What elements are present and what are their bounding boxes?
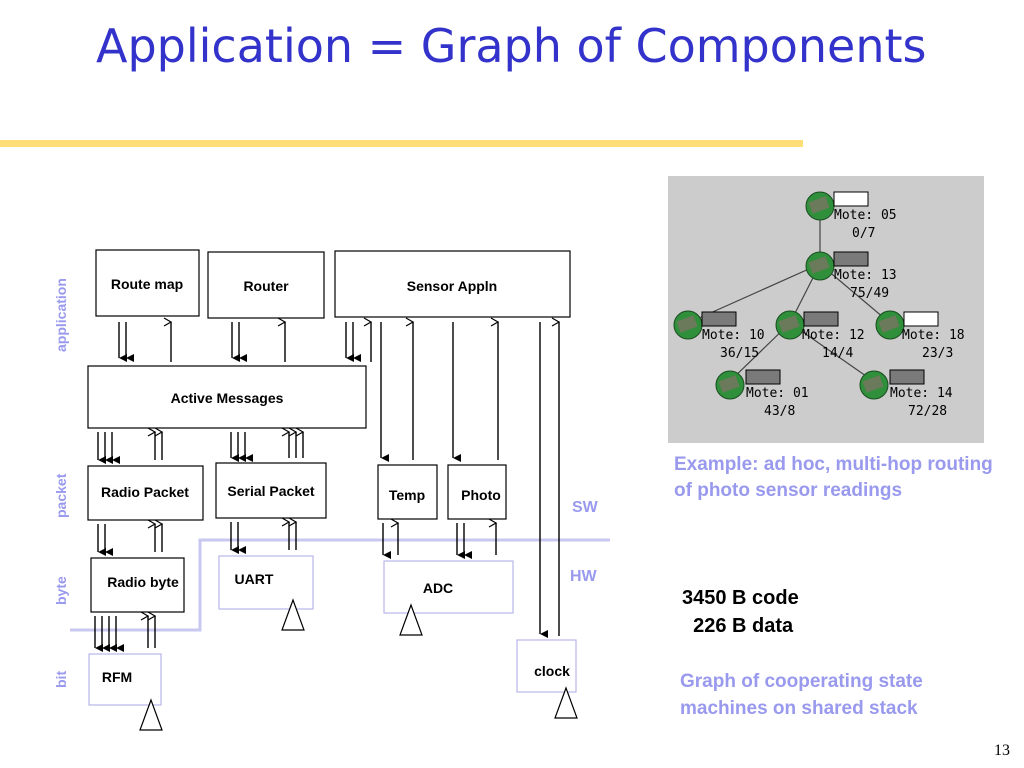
network-example-caption: Example: ad hoc, multi-hop routing of ph… <box>674 454 993 501</box>
mote-stats: 14/4 <box>822 346 853 361</box>
connection-arrows <box>94 317 561 652</box>
photo-box: Photo <box>447 464 507 520</box>
radio-packet-label: Radio Packet <box>101 484 189 500</box>
radio-byte-label: Radio byte <box>107 574 179 590</box>
hw-label: HW <box>570 568 598 585</box>
clock-box: clock <box>516 639 577 693</box>
code-size-text: 3450 B code <box>682 587 799 609</box>
mote-stats: 23/3 <box>922 346 953 361</box>
serial-packet-box: Serial Packet <box>215 462 327 519</box>
mote-stats: 72/28 <box>908 404 947 419</box>
sensor-appln-label: Sensor Appln <box>407 278 498 294</box>
mote-name: Mote: 05 <box>834 208 897 223</box>
adc-label: ADC <box>423 580 453 596</box>
title-underline <box>0 140 803 147</box>
mote-name: Mote: 14 <box>890 386 953 401</box>
mote-tree-graphic: Mote: 05 0/7 Mote: 13 75/49 Mote: 10 36/… <box>673 191 965 419</box>
sensor-appln-box: Sensor Appln <box>334 250 571 318</box>
router-box: Router <box>207 251 325 319</box>
clock-interrupt-triangle <box>554 686 578 719</box>
mote-stats: 0/7 <box>852 226 875 241</box>
mote-node: Mote: 12 14/4 <box>775 310 865 361</box>
temp-box: Temp <box>377 464 438 520</box>
serial-packet-label: Serial Packet <box>227 483 315 499</box>
state-machine-note: Graph of cooperating state machines on s… <box>680 671 923 719</box>
active-messages-label: Active Messages <box>171 390 284 406</box>
mote-name: Mote: 01 <box>746 386 809 401</box>
layer-label-byte: byte <box>53 576 69 605</box>
temp-label: Temp <box>389 487 425 503</box>
rfm-box: RFM <box>88 653 162 706</box>
mote-stats: 36/15 <box>720 346 759 361</box>
uart-interrupt-triangle <box>281 598 305 631</box>
adc-interrupt-triangle <box>399 603 423 636</box>
mote-name: Mote: 10 <box>702 328 765 343</box>
photo-label: Photo <box>461 487 501 503</box>
radio-packet-box: Radio Packet <box>87 465 204 521</box>
page-number: 13 <box>994 742 1010 759</box>
uart-box: UART <box>218 555 314 610</box>
radio-byte-box: Radio byte <box>90 557 185 613</box>
active-messages-box: Active Messages <box>87 365 367 429</box>
mote-node: Mote: 18 23/3 <box>875 310 965 361</box>
layer-label-application: application <box>53 278 69 352</box>
adc-box: ADC <box>383 560 514 614</box>
route-map-label: Route map <box>111 276 183 292</box>
sw-hw-boundary-line <box>70 538 610 632</box>
mote-stats: 43/8 <box>764 404 795 419</box>
mote-name: Mote: 13 <box>834 268 897 283</box>
layer-label-bit: bit <box>53 671 69 688</box>
data-size-text: 226 B data <box>682 615 794 637</box>
clock-label: clock <box>534 663 570 679</box>
layer-label-packet: packet <box>53 473 69 518</box>
route-map-box: Route map <box>95 249 200 317</box>
rfm-label: RFM <box>102 669 132 685</box>
multihop-network-panel: Mote: 05 0/7 Mote: 13 75/49 Mote: 10 36/… <box>668 176 984 443</box>
mote-node: Mote: 05 0/7 <box>805 191 897 241</box>
mote-node: Mote: 01 43/8 <box>715 369 809 419</box>
slide-title: Application = Graph of Components <box>96 19 927 73</box>
mote-node: Mote: 14 72/28 <box>859 369 953 419</box>
sw-label: SW <box>572 499 599 516</box>
mote-name: Mote: 18 <box>902 328 965 343</box>
mote-name: Mote: 12 <box>802 328 865 343</box>
rfm-interrupt-triangle <box>139 698 163 731</box>
uart-label: UART <box>235 571 274 587</box>
mote-node: Mote: 13 75/49 <box>805 251 897 301</box>
mote-node: Mote: 10 36/15 <box>673 310 765 361</box>
router-label: Router <box>243 278 289 294</box>
code-data-size: 3450 B code 226 B data <box>682 584 799 640</box>
mote-stats: 75/49 <box>850 286 889 301</box>
